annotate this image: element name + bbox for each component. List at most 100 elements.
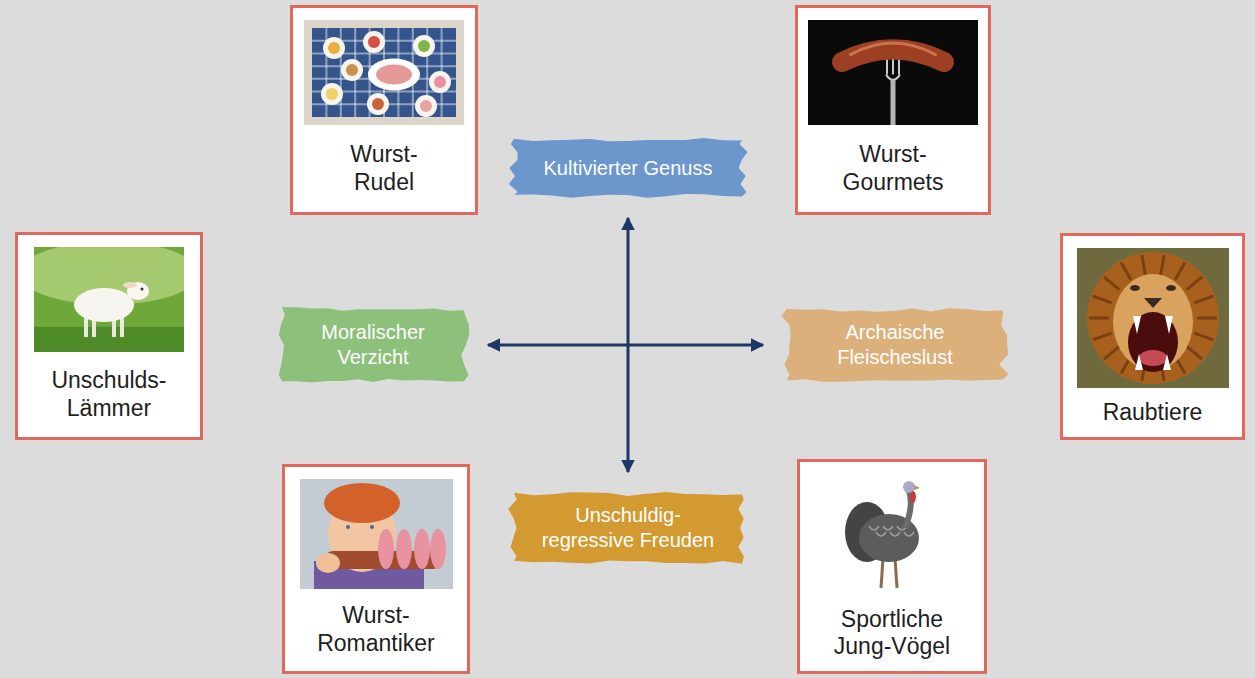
- lion-fang: [1163, 354, 1171, 370]
- turkey-wattle: [910, 491, 916, 503]
- segment-name: Wurst- Gourmets: [828, 141, 958, 196]
- feather-line: [869, 526, 879, 530]
- food: [368, 36, 380, 48]
- white-ground: [817, 474, 967, 596]
- mane-strand: [1092, 296, 1111, 303]
- foliage: [1077, 248, 1229, 388]
- plate: [413, 35, 435, 57]
- plate: [415, 95, 437, 117]
- segment-card: Wurst- Gourmets: [795, 5, 991, 215]
- food: [372, 98, 384, 110]
- segment-card: Wurst- Romantiker: [282, 464, 470, 674]
- eye: [370, 525, 374, 529]
- sausage-slice: [414, 529, 430, 569]
- axis-arrow: [488, 344, 763, 347]
- sausage-shine: [851, 43, 936, 55]
- turkey-beak: [914, 485, 920, 490]
- axis-pole-label: Unschuldig- regressive Freuden: [508, 490, 748, 566]
- grass: [34, 327, 184, 352]
- food: [346, 64, 358, 76]
- segment-card: Raubtiere: [1060, 233, 1245, 440]
- feather-line: [876, 532, 886, 536]
- mane-strand: [1194, 333, 1213, 340]
- plate: [323, 37, 345, 59]
- ham-slices: [376, 65, 412, 85]
- mane-strand: [1186, 277, 1201, 290]
- food: [420, 100, 432, 112]
- segment-illustration: [34, 247, 184, 352]
- segment-card: Wurst- Rudel: [290, 5, 478, 215]
- wall: [300, 479, 453, 589]
- lace-border: [304, 20, 464, 125]
- sausage-slice: [396, 529, 412, 569]
- axis-label: Unschuldig- regressive Freuden: [533, 503, 723, 553]
- mane-strand: [1141, 255, 1144, 275]
- brush-shape: [508, 492, 744, 564]
- platter: [368, 59, 420, 91]
- mane-strand: [1160, 255, 1163, 275]
- axis-label: Moralischer Verzicht: [298, 320, 448, 370]
- segment-name: Wurst- Romantiker: [301, 602, 451, 657]
- lamb-ear: [123, 282, 137, 288]
- mane-strand: [1194, 296, 1213, 303]
- brush-stroke: [508, 490, 748, 566]
- lion-fang: [1165, 316, 1173, 334]
- food: [418, 40, 430, 52]
- lion-tongue: [1139, 350, 1167, 366]
- segment-name: Unschulds- Lämmer: [39, 367, 179, 422]
- dark-ground: [808, 20, 978, 125]
- axis-label: Archaische Fleischeslust: [805, 320, 985, 370]
- segment-name: Raubtiere: [1103, 399, 1203, 427]
- brush-stroke: [276, 305, 470, 385]
- lion-fang: [1133, 316, 1141, 334]
- mane-strand: [1103, 346, 1118, 359]
- mane-strand: [1089, 317, 1109, 320]
- lion-eye: [1130, 285, 1140, 291]
- lamb-body: [74, 288, 134, 322]
- lamb-eye: [141, 288, 144, 291]
- brush-shape: [279, 307, 469, 382]
- mane: [1087, 252, 1219, 384]
- food: [326, 88, 338, 100]
- mane-strand: [1121, 263, 1131, 280]
- axis-label: Kultivierter Genuss: [544, 156, 713, 181]
- brush-shape: [782, 308, 1009, 382]
- lion-fang: [1135, 354, 1143, 370]
- plate: [363, 31, 385, 53]
- fork-handle: [891, 80, 896, 125]
- turkey-leg: [895, 558, 897, 588]
- mane-strand: [1103, 277, 1118, 290]
- plate: [429, 71, 451, 93]
- lion-mouth: [1128, 312, 1178, 372]
- lion-nose: [1144, 298, 1162, 308]
- segment-card: Unschulds- Lämmer: [15, 232, 203, 440]
- segment-illustration: [808, 20, 978, 125]
- plate: [341, 59, 363, 81]
- segment-card: Sportliche Jung-Vögel: [797, 459, 987, 674]
- plate: [367, 93, 389, 115]
- mane-strand: [1175, 263, 1185, 280]
- brush-shape: [509, 138, 748, 198]
- feather-line: [883, 526, 893, 530]
- eye: [346, 525, 350, 529]
- turkey-neck: [905, 490, 911, 528]
- feather-line: [904, 532, 914, 536]
- mane-strand: [1092, 333, 1111, 340]
- feather-line: [890, 532, 900, 536]
- axis-pole-label: Archaische Fleischeslust: [781, 306, 1009, 384]
- turkey-leg: [881, 558, 883, 588]
- plate: [321, 83, 343, 105]
- segment-name: Wurst- Rudel: [325, 141, 443, 196]
- segment-illustration: [304, 20, 464, 125]
- brush-stroke: [781, 306, 1009, 384]
- segment-illustration: [817, 474, 967, 596]
- food: [434, 76, 446, 88]
- tablecloth: [312, 28, 456, 117]
- sausage-slice: [378, 529, 394, 569]
- axis-pole-label: Kultivierter Genuss: [508, 136, 748, 200]
- lion-eye: [1166, 285, 1176, 291]
- food: [328, 42, 340, 54]
- mane-strand: [1197, 317, 1217, 320]
- sausage-slice: [430, 529, 446, 569]
